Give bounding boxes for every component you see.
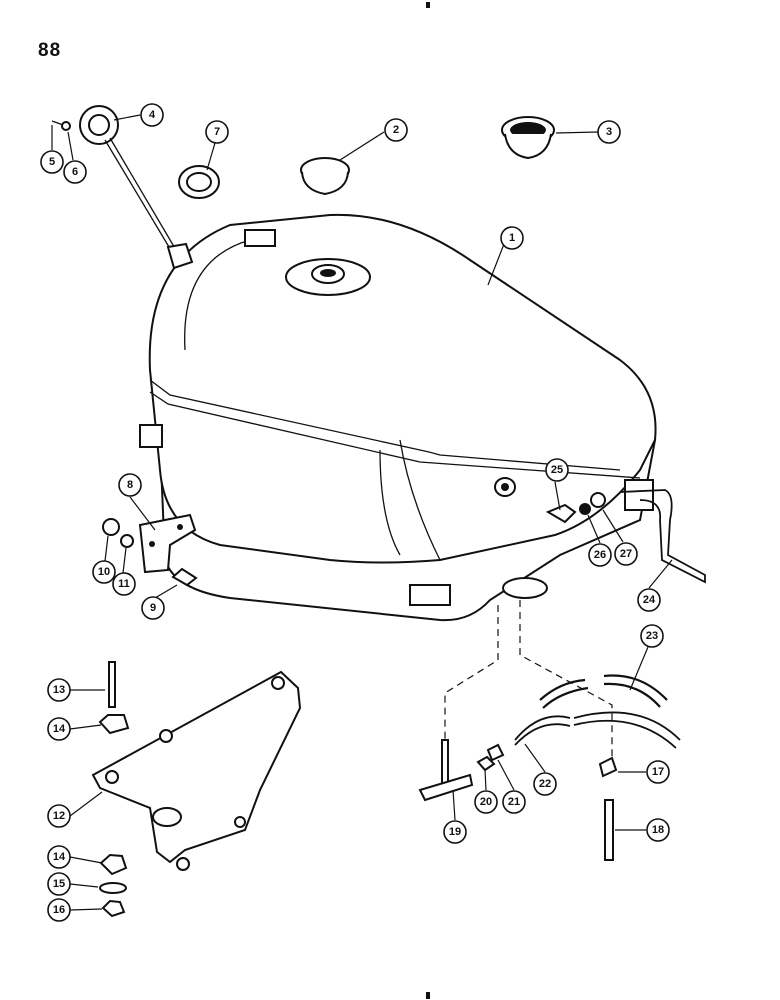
callout-label: 5 [49,156,55,168]
callout-label: 6 [72,166,78,178]
top-tick-mark [426,2,430,8]
callout-label: 26 [594,549,606,561]
callout-5: 5 [40,150,64,174]
callout-label: 18 [652,824,664,836]
gasket [178,165,220,199]
fuel-line-parts [418,674,681,861]
callout-label: 10 [98,566,110,578]
callout-label: 15 [53,878,65,890]
callout-27: 27 [614,542,638,566]
fuel-cap [501,116,555,160]
callout-label: 17 [652,766,664,778]
filler-cap-cover [300,157,350,196]
callout-label: 2 [393,124,399,136]
fuel-gauge-sender [51,105,194,270]
callout-25: 25 [545,458,569,482]
callout-label: 4 [149,109,156,121]
callout-14: 14 [47,717,71,741]
callout-20: 20 [474,790,498,814]
callout-label: 25 [551,464,563,476]
callout-label: 3 [606,126,612,138]
callout-9: 9 [141,596,165,620]
callout-10: 10 [92,560,116,584]
callout-8: 8 [118,473,142,497]
callout-18: 18 [646,818,670,842]
callout-1: 1 [500,226,524,250]
callout-label: 11 [118,578,130,590]
bottom-tick-mark [426,992,430,999]
callout-19: 19 [443,820,467,844]
callout-label: 12 [53,810,65,822]
callout-label: 9 [150,602,156,614]
stud-and-hardware [98,661,130,918]
callout-17: 17 [646,760,670,784]
callout-label: 7 [214,126,220,138]
dashed-connection-line [444,605,499,740]
callout-label: 27 [620,548,632,560]
callout-label: 8 [127,479,133,491]
callout-2: 2 [384,118,408,142]
callout-label: 19 [449,826,461,838]
callout-22: 22 [533,772,557,796]
callout-label: 23 [646,630,658,642]
callout-23: 23 [640,624,664,648]
callout-7: 7 [205,120,229,144]
callout-11: 11 [112,572,136,596]
leader-lines [51,114,673,911]
callout-16: 16 [47,898,71,922]
callout-21: 21 [502,790,526,814]
callout-label: 21 [508,796,520,808]
callout-4: 4 [140,103,164,127]
callout-15: 15 [47,872,71,896]
callout-label: 14 [53,723,66,735]
callout-label: 13 [53,684,65,696]
callout-12: 12 [47,804,71,828]
callout-6: 6 [63,160,87,184]
callout-24: 24 [637,588,661,612]
callout-label: 1 [509,232,515,244]
dashed-connection-line [519,600,613,760]
callout-label: 14 [53,851,66,863]
callout-label: 20 [480,796,492,808]
callout-26: 26 [588,543,612,567]
page-number: 88 [38,40,62,61]
support-plate [91,670,302,871]
callout-13: 13 [47,678,71,702]
callout-14-lower: 14 [47,845,71,869]
callout-label: 16 [53,904,65,916]
callout-3: 3 [597,120,621,144]
callout-label: 22 [539,778,551,790]
fuel-tank [139,213,706,622]
callout-label: 24 [643,594,656,606]
